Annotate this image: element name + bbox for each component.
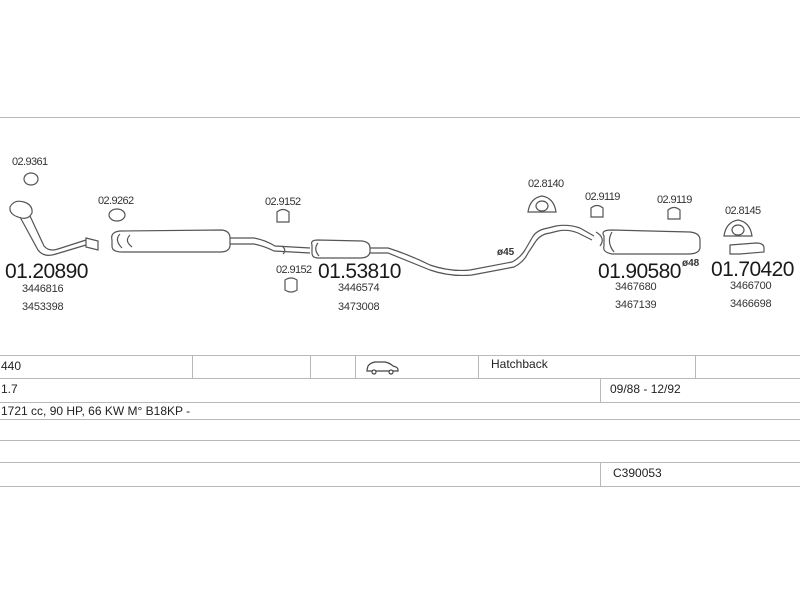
part-code-front-pipe: 01.20890	[5, 260, 88, 283]
hatchback-car-icon	[366, 361, 399, 375]
part-code-clamp-rear-2: 02.9119	[657, 194, 692, 206]
part-code-clamp-mid-bottom: 02.9152	[276, 264, 312, 276]
ref-tail-pipe-1: 3466700	[730, 280, 772, 292]
col-divider-4	[478, 355, 479, 378]
exhaust-diagram	[9, 172, 765, 293]
part-code-clamp-rear-1: 02.9119	[585, 191, 620, 203]
part-code-hanger-rear-2: 02.8145	[725, 205, 761, 217]
ref-front-pipe-1: 3446816	[22, 283, 64, 295]
part-code-clamp-mid-top: 02.9152	[265, 196, 301, 208]
part-code-middle-silencer: 01.53810	[318, 260, 401, 283]
col-divider-2	[310, 355, 311, 378]
ref-middle-silencer-1: 3446574	[338, 282, 380, 294]
top-rule	[0, 117, 800, 118]
clamp-mid-icon	[276, 208, 290, 223]
col-divider-5	[695, 355, 696, 378]
hanger-rear-1-icon	[527, 195, 557, 213]
table-rule-7	[0, 486, 800, 487]
ref-front-pipe-2: 3453398	[22, 301, 64, 313]
diameter-48-label: ø48	[682, 258, 700, 269]
hanger-rear-2-icon	[723, 219, 753, 237]
table-rule-3	[0, 402, 800, 403]
silencer-1	[111, 229, 231, 253]
vehicle-model: 440	[1, 359, 22, 373]
col-divider-6	[600, 378, 601, 402]
front-pipe	[19, 215, 87, 256]
part-code-rear-silencer: 01.90580	[598, 260, 681, 283]
kit-code: C390053	[613, 466, 662, 480]
part-code-gasket-top-left: 02.9361	[12, 156, 48, 168]
vehicle-spec: 1721 cc, 90 HP, 66 KW M° B18KP -	[1, 404, 191, 418]
rear-silencer	[602, 229, 701, 255]
vehicle-years: 09/88 - 12/92	[610, 382, 681, 396]
diameter-45-label: ø45	[497, 247, 515, 258]
ref-rear-silencer-1: 3467680	[615, 281, 657, 293]
ref-rear-silencer-2: 3467139	[615, 299, 657, 311]
ref-middle-silencer-2: 3473008	[338, 301, 380, 313]
table-rule-4	[0, 419, 800, 420]
gasket-front-icon	[108, 208, 126, 222]
vehicle-engine: 1.7	[1, 382, 18, 396]
clamp-mid-bottom-icon	[284, 277, 298, 293]
long-pipe	[370, 237, 537, 277]
table-rule-1	[0, 355, 800, 356]
col-divider-7	[600, 462, 601, 486]
table-rule-6	[0, 462, 800, 463]
gasket-ring-icon	[23, 172, 39, 186]
ref-tail-pipe-2: 3466698	[730, 298, 772, 310]
mid-pipe	[230, 237, 311, 254]
clamp-rear-2-icon	[667, 206, 681, 220]
tail-pipe	[729, 242, 765, 255]
silencer-2	[311, 239, 371, 259]
vehicle-body-type: Hatchback	[491, 357, 548, 371]
clamp-rear-1-icon	[590, 204, 604, 218]
table-rule-2	[0, 378, 800, 379]
col-divider-3	[355, 355, 356, 378]
front-pipe-flange	[9, 200, 33, 219]
table-rule-5	[0, 440, 800, 441]
part-code-hanger-rear-1: 02.8140	[528, 178, 564, 190]
part-code-tail-pipe: 01.70420	[711, 258, 794, 281]
col-divider-1	[192, 355, 193, 378]
part-code-gasket-front: 02.9262	[98, 195, 134, 207]
